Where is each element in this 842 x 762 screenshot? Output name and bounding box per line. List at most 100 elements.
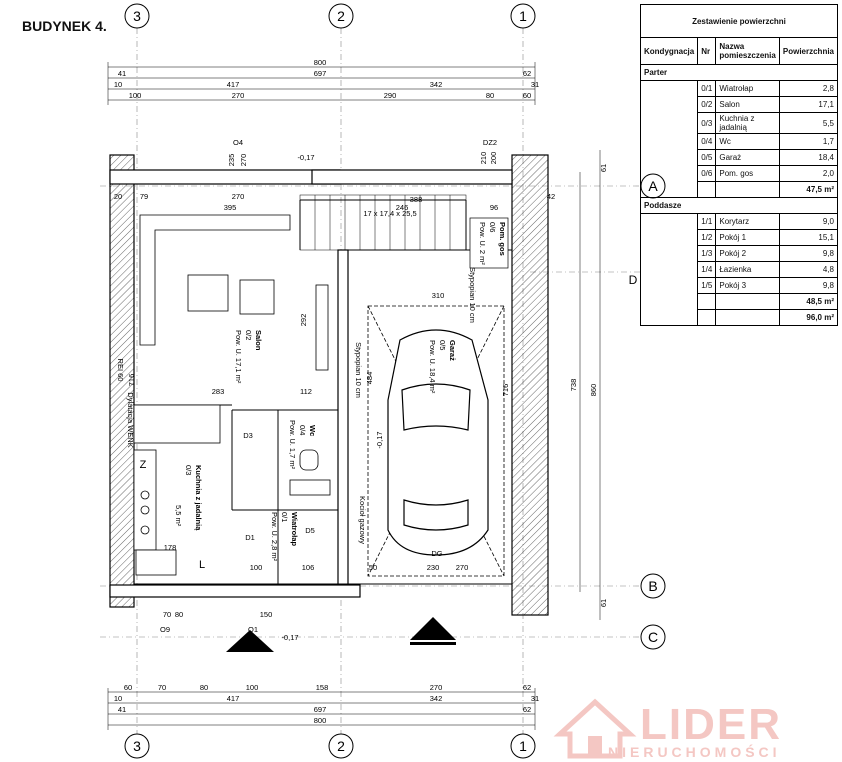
dim-right-a: 61 [599, 164, 608, 172]
dim-top-r4-b: 270 [232, 91, 245, 100]
dim-bot-r1-a: 60 [124, 683, 132, 692]
room-salon-nr: 0/2 [244, 330, 253, 340]
label-stairs-top: 246 [396, 203, 409, 212]
label-d100: 100 [250, 563, 263, 572]
walls [109, 154, 549, 616]
dim-bot-r1-d: 100 [246, 683, 259, 692]
label-d310: 310 [432, 291, 445, 300]
grand-total-row: 96,0 m² [641, 309, 839, 326]
dim-top-r4-d: 80 [486, 91, 494, 100]
label-d3: D3 [243, 431, 253, 440]
label-rei: REI 60 [116, 359, 125, 382]
label-dz2-b: 200 [489, 152, 498, 165]
room-garaz-nr: 0/5 [438, 340, 447, 350]
dim-right-inner: 738 [569, 379, 578, 392]
col-name: Nazwa pomieszczenia [715, 37, 780, 65]
room-pomgos-area: Pow. U. 2 m² [478, 222, 487, 265]
label-d5: D5 [305, 526, 315, 535]
label-o4-b: 270 [239, 154, 248, 167]
dim-bot-r1-e: 158 [316, 683, 329, 692]
kitchen-units [133, 404, 221, 576]
area-summary-table: Zestawienie powierzchni Kondygnacja Nr N… [639, 4, 839, 326]
label-d20: 20 [114, 192, 122, 201]
parter-total-row: 47,5 m² [641, 181, 839, 198]
axis-label-bottom-2: 2 [337, 738, 345, 754]
label-dz2: DZ2 [483, 138, 497, 147]
room-wc-nr: 0/4 [298, 425, 307, 435]
dim-top-r3-a: 10 [114, 80, 122, 89]
car [387, 329, 489, 556]
label-stairs: 17 x 17,4 x 25,5 [363, 209, 416, 218]
dim-top-r3-c: 342 [430, 80, 443, 89]
section-parter: Parter [640, 64, 838, 81]
dim-top-r2-b: 697 [314, 69, 327, 78]
drawing-title: BUDYNEK 4. [22, 18, 107, 34]
col-nr: Nr [697, 37, 717, 65]
parter-total: 47,5 m² [778, 181, 839, 198]
label-sciana-2: Stypopian 10 cm [468, 267, 477, 323]
label-wenk: Dylatacja WENK [126, 392, 135, 447]
room-garaz-area: Pow. U. 18,4 m² [428, 340, 437, 394]
label-z: Z [140, 459, 147, 471]
axis-label-top-3: 3 [133, 8, 141, 24]
wc-fixtures [289, 449, 331, 496]
dim-bot-r2-a: 10 [114, 694, 122, 703]
col-level: Kondygnacja [639, 37, 699, 65]
poddasze-total: 48,5 m² [778, 293, 839, 310]
label-o9-a: 70 [163, 610, 171, 619]
label-o9-b: 80 [175, 610, 183, 619]
dim-bot-r3-a: 41 [118, 705, 126, 714]
dim-bot-r1-b: 70 [158, 683, 166, 692]
room-kuchnia-area: 5,5 m² [174, 505, 183, 527]
axis-label-c: C [648, 629, 658, 645]
room-wiatrolap-nr: 0/1 [280, 512, 289, 522]
dim-bot-r1-g: 62 [523, 683, 531, 692]
dim-right-outer: 860 [589, 384, 598, 397]
logo-sub: NIERUCHOMOŚCI [608, 744, 781, 760]
label-d230: 230 [427, 563, 440, 572]
dim-top-r4-a: 100 [129, 91, 142, 100]
sofa [139, 214, 329, 371]
dim-bot-r1-f: 270 [430, 683, 443, 692]
dim-bot-total: 800 [314, 716, 327, 725]
room-kuchnia-nr: 0/3 [184, 465, 193, 475]
logo-brand: LIDER [640, 700, 782, 749]
room-kuchnia-name: Kuchnia z jadalnią [194, 465, 203, 531]
label-d270: 270 [232, 192, 245, 201]
dim-top-total: 800 [314, 58, 327, 67]
axis-label-bottom-3: 3 [133, 738, 141, 754]
axis-label-top-2: 2 [337, 8, 345, 24]
dim-top-r4-e: 60 [523, 91, 531, 100]
grand-total: 96,0 m² [778, 309, 839, 326]
entrance-arrows [226, 617, 456, 652]
label-o9: O9 [160, 625, 170, 634]
label-dz2-a: 210 [479, 152, 488, 165]
table-heading: Zestawienie powierzchni [640, 4, 838, 38]
dim-bot-r2-d: 31 [531, 694, 539, 703]
label-o1: O1 [248, 625, 258, 634]
label-level-entrance: -0,17 [281, 633, 298, 642]
room-pomgos-name: Pom. gos [498, 222, 507, 256]
room-wc-name: Wc [308, 425, 317, 436]
label-d106: 106 [302, 563, 315, 572]
label-d1: D1 [245, 533, 255, 542]
stairs [299, 194, 467, 251]
dim-bot-r3-c: 62 [523, 705, 531, 714]
label-d283: 283 [212, 387, 225, 396]
poddasze-total-row: 48,5 m² [641, 293, 839, 310]
lider-logo-icon [553, 698, 637, 759]
dim-top-r4-c: 290 [384, 91, 397, 100]
dim-bot-r2-c: 342 [430, 694, 443, 703]
axis-label-d: D [629, 273, 638, 287]
label-kociol: Kocioł gazowy [358, 496, 367, 544]
axis-label-bottom-1: 1 [519, 738, 527, 754]
label-d716: 716 [127, 374, 136, 387]
label-o4: O4 [233, 138, 243, 147]
label-d484: 484 [365, 372, 374, 385]
room-wiatrolap-name: Wiatrołap [290, 512, 299, 547]
